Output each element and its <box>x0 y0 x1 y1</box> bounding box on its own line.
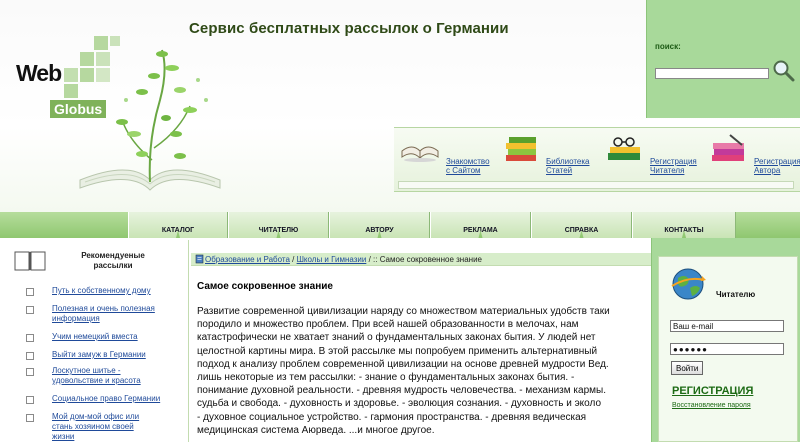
left-sidebar: Рекомендуеные рассылки Путь к собственно… <box>0 240 189 442</box>
nav-tab-catalog[interactable]: КАТАЛОГ <box>128 212 228 238</box>
site-title: Сервис бесплатных рассылок о Германии <box>189 20 509 37</box>
site-logo[interactable]: Web Globus <box>10 30 230 210</box>
search-input[interactable] <box>655 68 769 79</box>
password-field[interactable] <box>670 343 784 355</box>
checkbox[interactable] <box>26 352 34 360</box>
search-label: поиск: <box>655 42 681 51</box>
register-link[interactable]: РЕГИСТРАЦИЯ <box>672 385 754 397</box>
search-icon <box>773 60 795 82</box>
nav-tab-advertising[interactable]: РЕКЛАМА <box>430 212 531 238</box>
breadcrumb-link-schools[interactable]: Школы и Гимназии <box>296 255 367 264</box>
quick-link-label: Знакомство <box>446 157 490 166</box>
list-item-label: информация <box>52 314 100 323</box>
checkbox[interactable] <box>26 368 34 376</box>
article-line: породило и множество проблем. При всей н… <box>197 319 579 331</box>
nav-tab-contacts[interactable]: КОНТАКТЫ <box>632 212 736 238</box>
logo-square <box>80 52 94 66</box>
list-item-label: Полезная и очень полезная <box>52 304 155 313</box>
reader-label: Читателю <box>716 290 756 299</box>
list-item-label: Социальное право Германии <box>52 394 161 403</box>
recommended-title-line: рассылки <box>93 261 133 270</box>
logo-square <box>80 68 94 82</box>
article-line: катастрофически не хватает знаний о фунд… <box>197 332 596 344</box>
breadcrumb-link-education[interactable]: Образование и Работа <box>205 255 290 264</box>
books-stack-icon <box>506 137 536 161</box>
list-item-label: Выйти замуж в Германии <box>52 350 146 359</box>
breadcrumb-separator: / :: <box>366 255 380 264</box>
right-sidebar: Читателю Войти РЕГИСТРАЦИЯ Восстановлени… <box>651 238 800 442</box>
list-item-label: стань хозяином своей <box>52 422 134 431</box>
search-button[interactable] <box>771 58 795 82</box>
logo-square <box>64 84 78 98</box>
list-item-label: Путь к собственному дому <box>52 286 151 295</box>
checkbox[interactable] <box>26 396 34 404</box>
quick-link-label: Регистрация <box>650 157 697 166</box>
recommended-title: Рекомендуеные рассылки <box>58 251 168 271</box>
quick-link-author-registration[interactable]: Регистрация Автора <box>706 131 800 181</box>
quick-link-label: Автора <box>754 166 781 175</box>
quick-link-label: Библиотека <box>546 157 590 166</box>
login-button[interactable]: Войти <box>671 361 704 375</box>
glasses-books-icon <box>608 137 640 160</box>
checkbox[interactable] <box>26 414 34 422</box>
logo-square <box>96 68 110 82</box>
quick-links-bar: Знакомство с Сайтом Библиотека Статей <box>394 127 800 192</box>
main-nav: КАТАЛОГ ЧИТАТЕЛЮ АВТОРУ РЕКЛАМА СПРАВКА … <box>0 212 800 238</box>
logo-square <box>64 68 78 82</box>
logo-square <box>94 36 108 50</box>
logo-web-text: Web <box>16 60 62 86</box>
article-line: лишь некоторые из тем рассылки: - знание… <box>197 372 575 384</box>
nav-tab-reader[interactable]: ЧИТАТЕЛЮ <box>228 212 329 238</box>
restore-password-link[interactable]: Восстановление пароля <box>672 402 751 409</box>
article-line: подход к анализу проблем современной цив… <box>197 358 609 370</box>
quick-link-reader-registration[interactable]: Регистрация Читателя <box>602 131 702 181</box>
article-line: - духовное социальное устройство. - гарм… <box>197 411 587 423</box>
quick-link-intro[interactable]: Знакомство с Сайтом <box>398 131 498 181</box>
quick-link-label: Статей <box>546 166 573 175</box>
quick-link-label: Читателя <box>650 166 685 175</box>
breadcrumb-separator: / <box>289 255 297 264</box>
article-line: судьба и свобода. - духовность и здоровь… <box>197 398 602 410</box>
checkbox[interactable] <box>26 306 34 314</box>
logo-square <box>96 52 110 66</box>
quick-link-label: Регистрация <box>754 157 800 166</box>
list-item-label: удовольствие и красота <box>52 376 141 385</box>
list-item-label: Мой дом-мой офис или <box>52 412 140 421</box>
logo-globus-text: Globus <box>50 100 107 118</box>
open-book-icon <box>401 146 439 162</box>
globe-icon <box>671 268 706 300</box>
nav-tab-help[interactable]: СПРАВКА <box>531 212 632 238</box>
document-icon <box>195 254 204 264</box>
breadcrumb-bar: Образование и Работа / Школы и Гимназии … <box>191 253 651 266</box>
quick-links-scrollbar[interactable] <box>398 181 794 189</box>
quick-link-label: с Сайтом <box>446 166 481 175</box>
recommended-title-line: Рекомендуеные <box>81 251 145 260</box>
nav-tab-author[interactable]: АВТОРУ <box>329 212 430 238</box>
email-field[interactable] <box>670 320 784 332</box>
article-body: Развитие современной цивилизации наряду … <box>197 305 654 442</box>
logo-square <box>110 36 120 46</box>
checkbox[interactable] <box>26 288 34 296</box>
list-item-label: жизни <box>52 432 75 441</box>
list-item-label: Учим немецкий вместа <box>52 332 138 341</box>
open-book-plant-icon <box>79 49 221 191</box>
pen-books-icon <box>712 134 744 161</box>
breadcrumb: Образование и Работа / Школы и Гимназии … <box>205 255 482 264</box>
article-line: медицинская система Аюрведа. ...и многое… <box>197 424 435 436</box>
article-line: целостной картины мира. В этой рассылке … <box>197 345 598 357</box>
list-item-label: Лоскутное шитье - <box>52 366 121 375</box>
article-line: понимание духовной реальности. - древняя… <box>197 385 606 397</box>
quick-link-library[interactable]: Библиотека Статей <box>498 131 598 181</box>
breadcrumb-current: Самое сокровенное знание <box>379 255 482 264</box>
article-line: Развитие современной цивилизации наряду … <box>197 306 610 317</box>
checkbox[interactable] <box>26 334 34 342</box>
search-panel: поиск: <box>646 0 800 118</box>
book-icon <box>14 251 46 271</box>
article-title: Самое сокровенное знание <box>197 281 333 292</box>
